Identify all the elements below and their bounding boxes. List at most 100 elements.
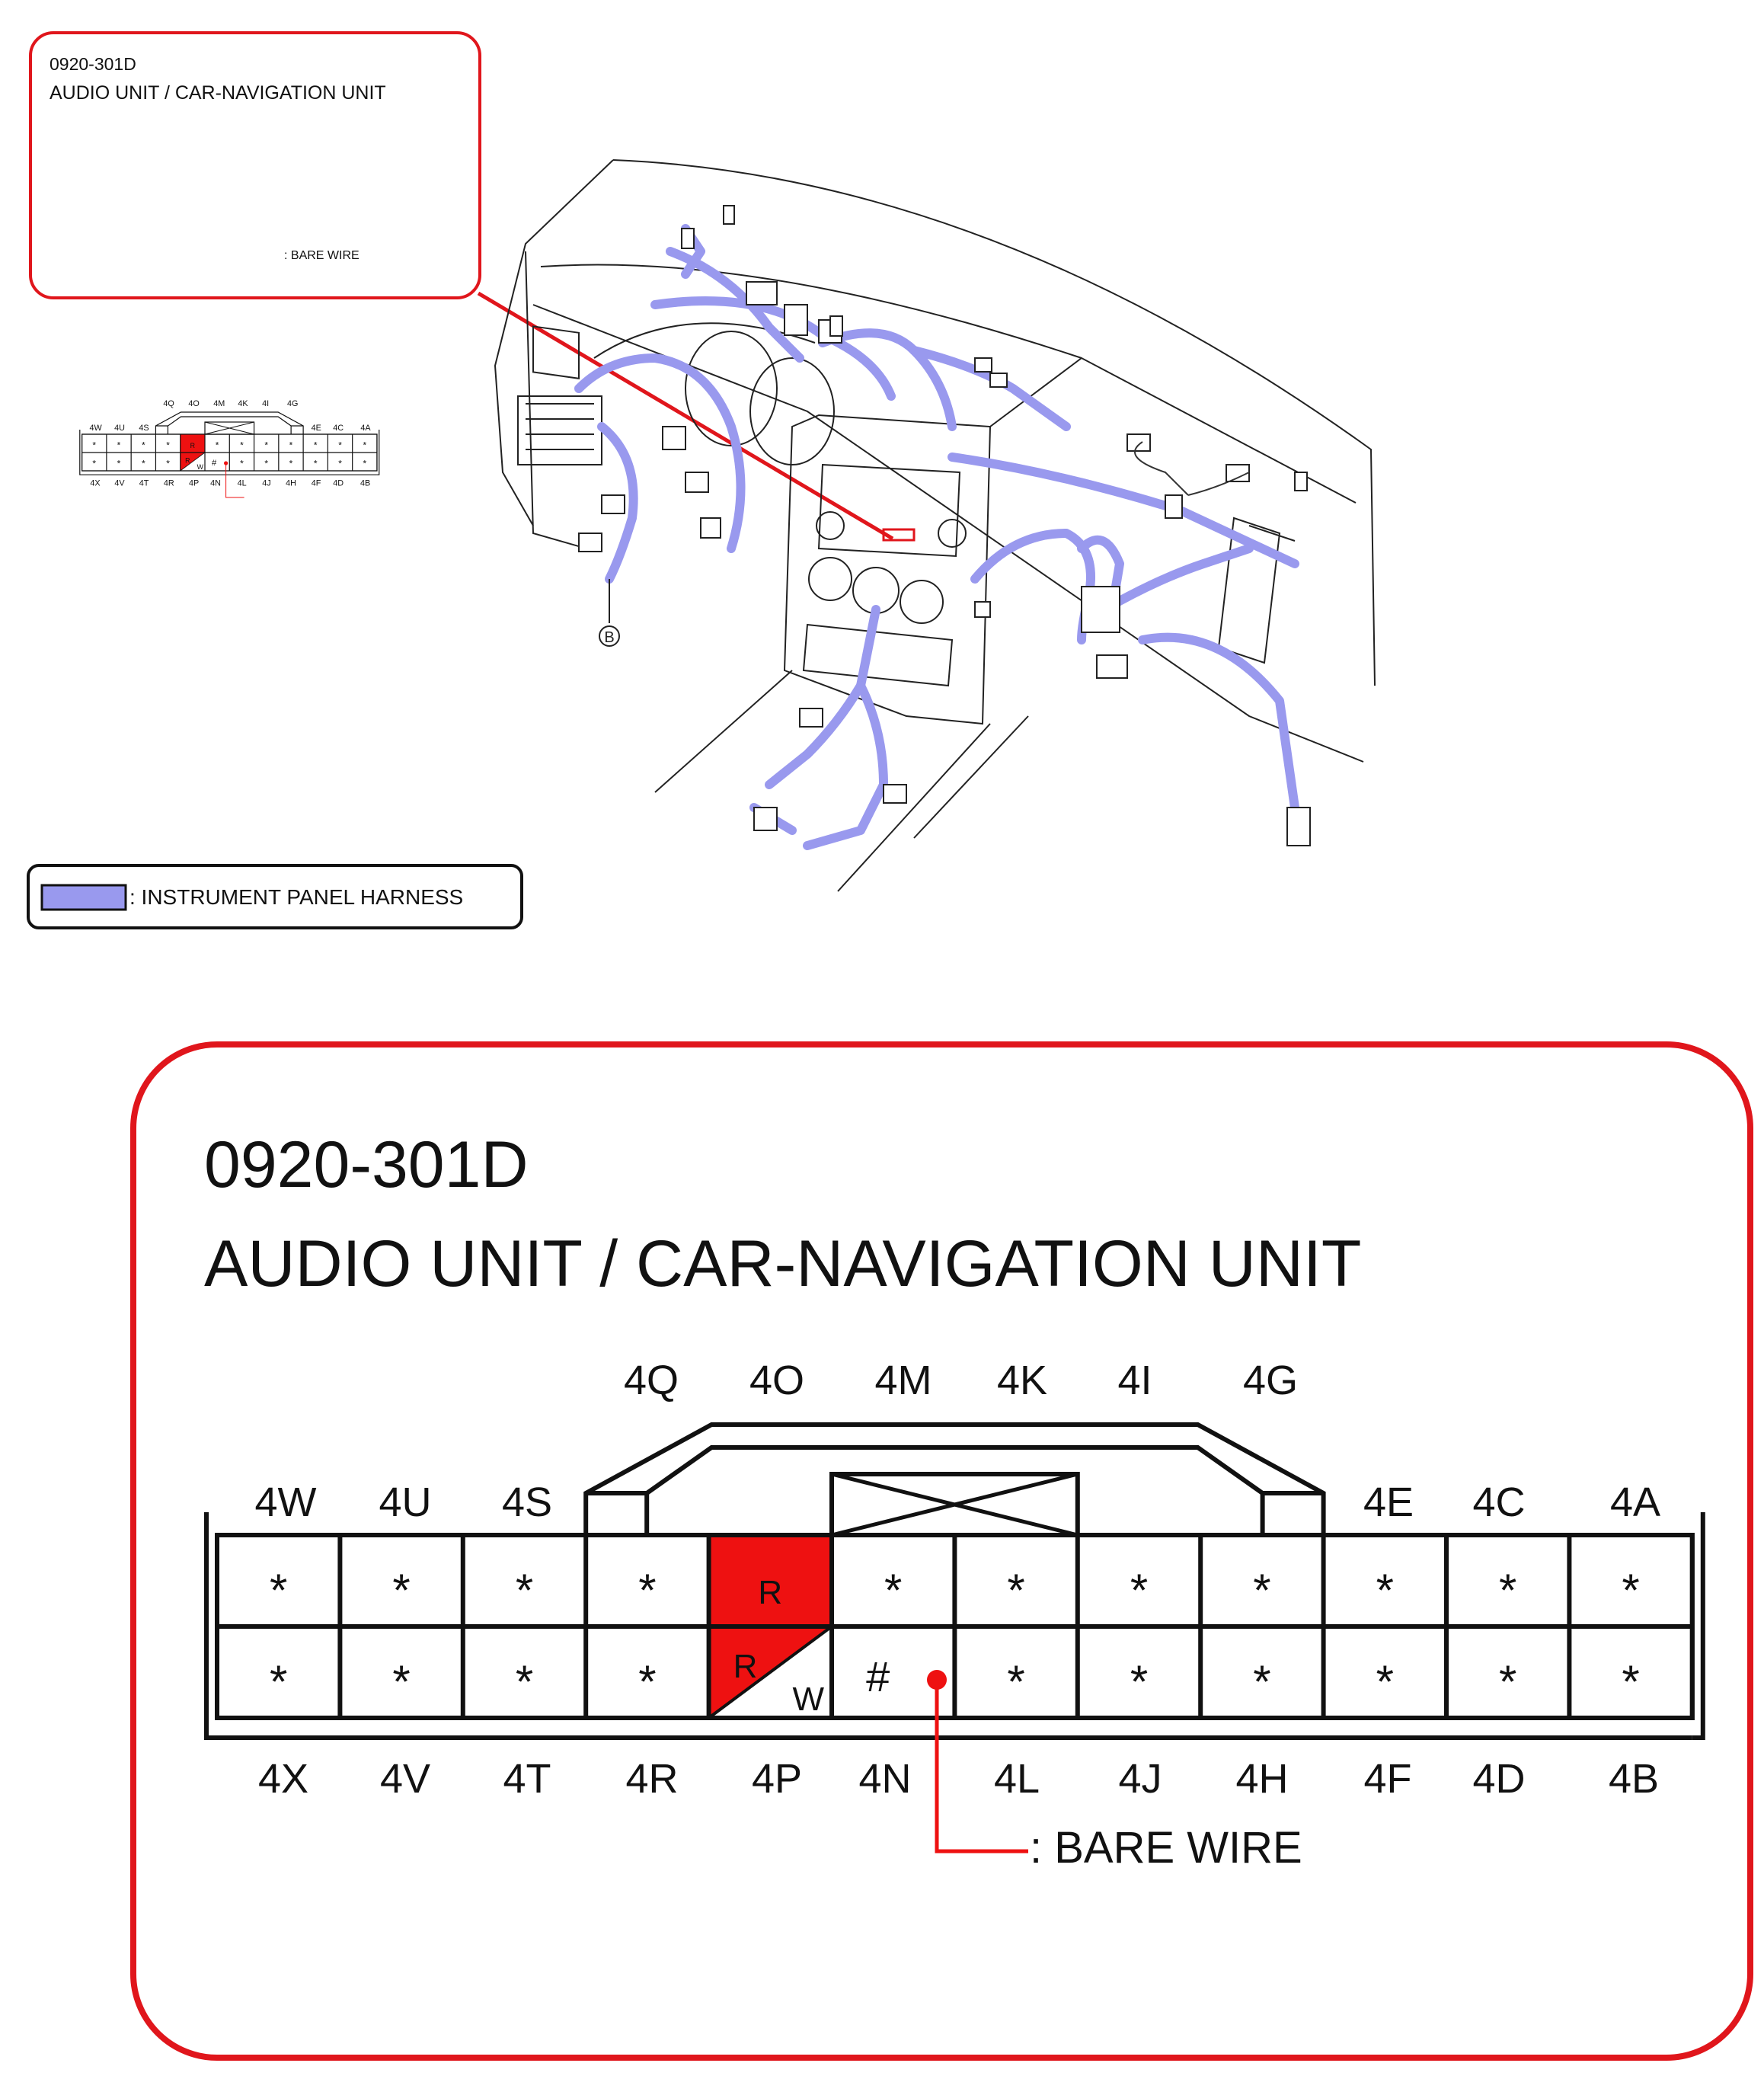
harness-left-loop [574,353,746,553]
gauge-left [685,331,778,446]
pin-label-4J: 4J [262,479,270,488]
pin-label-4I: 4I [1117,1358,1152,1403]
harness-main-upper [650,296,896,401]
connector-id-small: 0920-301D [50,54,136,74]
pin-4J-content: * [264,459,268,469]
pin-4O-fill [180,434,205,453]
pin-4O-fill [708,1535,832,1626]
connector-block [989,373,1008,388]
pin-label-4W: 4W [89,424,102,433]
pin-label-4R: 4R [625,1756,678,1802]
pin-4A-content: * [1622,1565,1639,1616]
pin-4M-content: * [216,440,219,451]
console-line-3 [913,715,1029,839]
dashboard-connectors [578,205,1311,846]
climate-knob-3 [900,580,944,624]
pin-4Q-content: * [638,1565,656,1616]
pin-label-4O: 4O [188,399,199,408]
pin-label-4K: 4K [997,1358,1047,1403]
connector-block [1226,464,1250,482]
connector-lock-inner [644,1445,1265,1535]
pin-label-4G: 4G [287,399,298,408]
pin-4M-content: * [884,1565,902,1616]
pin-4G-content: * [289,440,293,451]
pin-4B-content: * [1622,1656,1639,1707]
pin-label-4G: 4G [1243,1358,1298,1403]
connector-block [578,533,602,552]
pin-label-4A: 4A [360,424,371,433]
connector-flange-left [204,1512,217,1740]
pin-4I-content: * [264,440,268,451]
pin-label-4Q: 4Q [624,1358,679,1403]
pin-label-4E: 4E [1363,1479,1414,1525]
fuse-box-lines [526,403,594,450]
pin-4F-content: * [314,459,318,469]
pin-4H-content: * [1253,1656,1270,1707]
connector-block [753,807,778,831]
connector-callout-large: 0920-301D AUDIO UNIT / CAR-NAVIGATION UN… [130,1041,1753,2061]
pin-label-4C: 4C [1472,1479,1525,1525]
connector-latch-cross [831,1472,1079,1537]
connector-flange-right [376,430,380,475]
pin-label-4H: 4H [1235,1756,1288,1802]
connector-block [784,304,808,336]
connector-block [1096,654,1128,679]
gauge-right [749,357,835,465]
harness-right-run [948,453,1299,568]
pin-label-4T: 4T [139,479,149,488]
harness-right-lower [1138,632,1299,812]
center-knob-right [938,519,967,548]
pin-label-4R: 4R [164,479,174,488]
thin-wire [1187,472,1250,496]
connector-block [1081,586,1120,633]
harness-right-drop [1077,535,1124,614]
pin-label-4U: 4U [114,424,125,433]
pin-label-4S: 4S [502,1479,552,1525]
pin-label-4P: 4P [752,1756,802,1802]
console-line-2 [837,723,991,892]
pin-label-4L: 4L [994,1756,1040,1802]
pin-4S-content: * [516,1565,533,1616]
pin-4O-wire-color: R [190,442,195,449]
pin-4V-content: * [392,1656,410,1707]
harness-legend: : INSTRUMENT PANEL HARNESS [27,864,523,929]
instrument-panel-harness [574,224,1299,850]
pin-4J-content: * [1130,1656,1148,1707]
pin-4E-content: * [1376,1565,1394,1616]
pin-label-4F: 4F [312,479,321,488]
pin-4C-content: * [1499,1565,1516,1616]
pin-4P-stripe-color: W [792,1681,824,1718]
harness-cluster [666,247,804,363]
pin-label-4K: 4K [238,399,248,408]
pin-label-4A: 4A [1610,1479,1660,1525]
connector-block [681,228,695,249]
pin-4K-content: * [1007,1565,1024,1616]
pin-label-4P: 4P [189,479,199,488]
dashboard-top-edge [612,159,1376,686]
pin-label-4U: 4U [379,1479,431,1525]
pin-4L-content: * [1007,1656,1024,1707]
connector-block [685,472,709,493]
connector-face-small: *4W*4U*4S*4QR4O*4M*4K*4I*4G*4E*4C*4A*4X*… [79,399,380,498]
pin-label-4V: 4V [380,1756,430,1802]
ground-marker-label: B [604,629,614,646]
console-line-1 [654,670,793,793]
dashboard-left-edge [494,159,614,526]
pin-4A-content: * [363,440,366,451]
callout-leader-line [477,291,894,541]
connector-flange-right [1692,1512,1705,1740]
pin-label-4S: 4S [139,424,149,433]
pin-label-4X: 4X [90,479,100,488]
legend-swatch [40,884,127,911]
pin-label-4X: 4X [258,1756,308,1802]
connector-latch-cross [204,421,254,435]
pin-label-4M: 4M [213,399,225,408]
pin-label-4D: 4D [333,479,344,488]
pin-4B-content: * [363,459,366,469]
pin-label-4N: 4N [210,479,221,488]
harness-center-mid [856,605,880,690]
pin-4D-content: * [1499,1656,1516,1707]
connector-lock-outer [583,1422,1326,1535]
connector-block [662,426,686,450]
pin-label-4L: 4L [238,479,247,488]
